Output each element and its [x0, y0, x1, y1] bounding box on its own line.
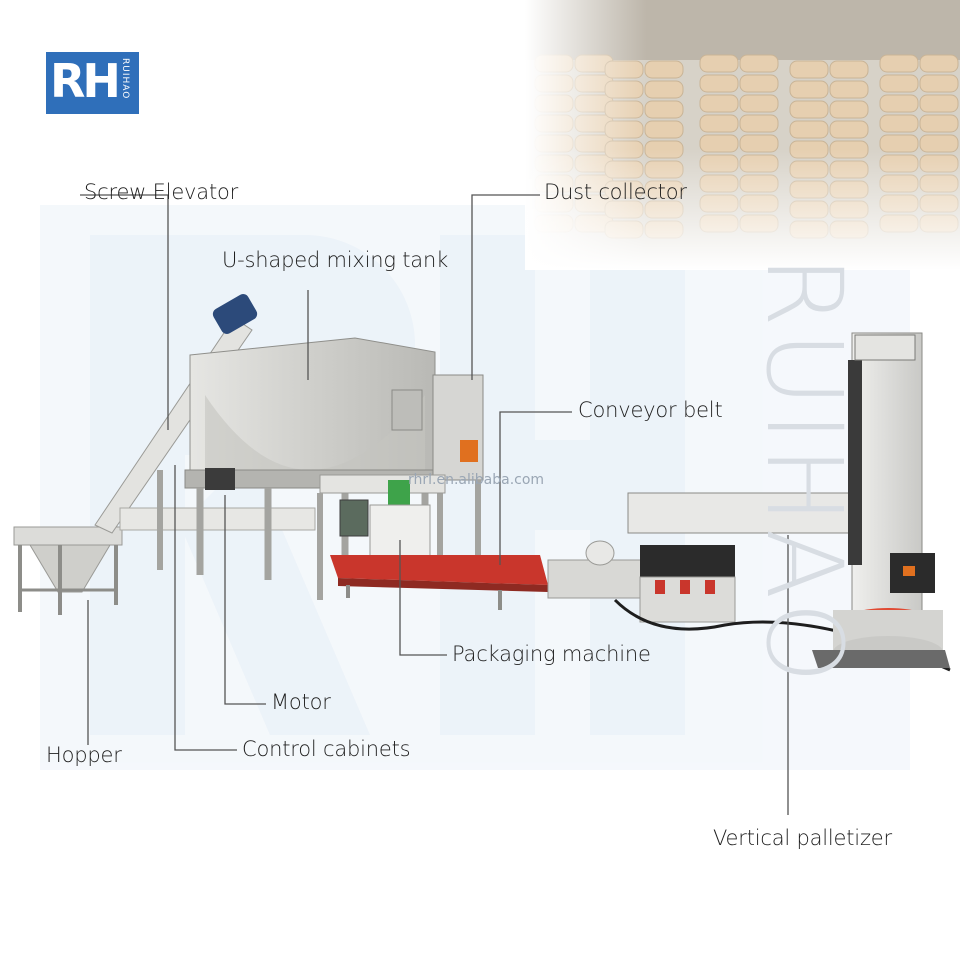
hopper-unit: [13, 526, 123, 615]
leader-packaging-machine: [399, 540, 447, 656]
label-vertical-palletizer: Vertical palletizer: [713, 826, 892, 850]
leader-motor: [224, 495, 266, 705]
label-control-cabinets: Control cabinets: [242, 737, 411, 761]
label-mixing-tank: U-shaped mixing tank: [222, 248, 449, 272]
bag-gripper: [613, 545, 951, 672]
label-conveyor-belt: Conveyor belt: [578, 398, 723, 422]
leader-conveyor-belt: [499, 411, 572, 565]
leader-screw-elevator: [80, 194, 169, 430]
leader-control-cabinets: [174, 465, 237, 751]
label-hopper: Hopper: [46, 743, 122, 767]
leader-dust-collector: [471, 194, 540, 380]
vertical-palletizer: [627, 332, 950, 668]
vertical-watermark: RUIHAO: [743, 255, 865, 688]
ruihao-logo: RH RUIHAO: [46, 52, 139, 114]
url-watermark: rhrl.en.alibaba.com: [408, 472, 545, 488]
leader-lines: [80, 194, 789, 815]
label-packaging-machine: Packaging machine: [452, 642, 651, 666]
label-motor: Motor: [271, 690, 331, 714]
conveyor-belt: [330, 540, 644, 610]
logo-initials: RH: [50, 54, 121, 108]
logo-brand: RUIHAO: [120, 58, 130, 100]
warehouse-photo: [525, 0, 960, 270]
label-screw-elevator: Screw Elevator: [84, 180, 239, 204]
label-dust-collector: Dust collector: [544, 180, 687, 204]
background-watermark: [40, 205, 910, 770]
